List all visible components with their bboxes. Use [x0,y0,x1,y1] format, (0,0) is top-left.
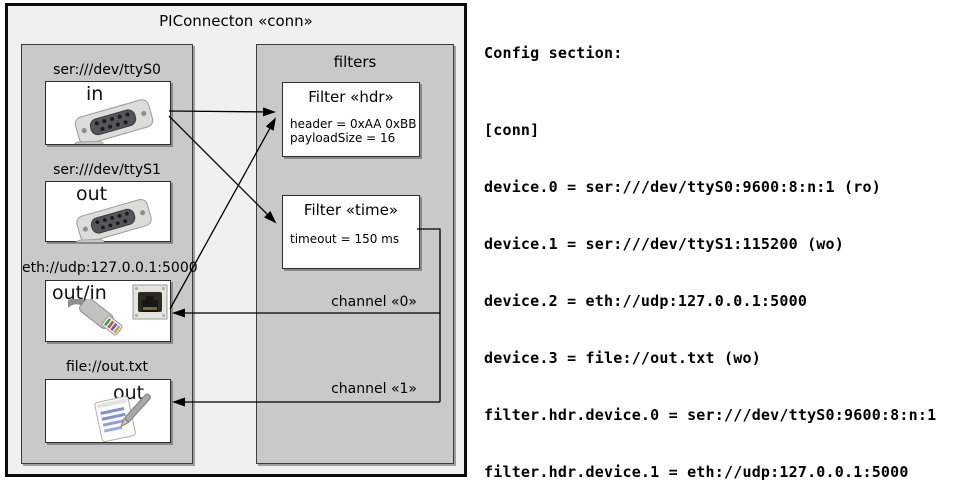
filters-panel-title: filters [333,53,377,71]
device-box-ttys1: out [45,181,171,242]
filter-time-box: Filter «time» timeout = 150 ms [282,195,420,269]
filter-hdr-title: Filter «hdr» [308,88,394,106]
config-line: device.0 = ser:///dev/ttyS0:9600:8:n:1 (… [484,178,881,196]
config-line: device.2 = eth://udp:127.0.0.1:5000 [484,292,808,310]
ethernet-plug-icon [68,299,123,336]
port-name: in [86,83,104,105]
device-label-ttys1: ser:///dev/ttyS1 [53,162,161,178]
piconnecton-component-box: PIConnecton «conn» ser:///dev/ttyS0 in [5,3,467,477]
filter-hdr-box: Filter «hdr» header = 0xAA 0xBB payloadS… [282,82,420,157]
filter-time-title: Filter «time» [303,201,399,219]
config-line: device.1 = ser:///dev/ttyS1:115200 (wo) [484,235,844,253]
device-box-eth: out/in [45,280,171,342]
devices-panel: ser:///dev/ttyS0 in [21,44,198,464]
device-box-file: out [45,379,171,443]
ethernet-jack-icon [132,284,168,320]
config-line: filter.hdr.device.0 = ser:///dev/ttyS0:9… [484,406,937,424]
notepad-icon [94,393,152,442]
filter-time-attr-timeout: timeout = 150 ms [290,232,400,246]
filter-hdr-attr-header: header = 0xAA 0xBB [290,117,417,131]
config-line: device.3 = file://out.txt (wo) [484,349,761,367]
serial-connector-icon [73,99,154,144]
config-heading: Config section: [484,44,623,62]
channel-1-label: channel «1» [331,381,417,397]
component-title: PIConnecton «conn» [159,12,313,30]
device-label-eth: eth://udp:127.0.0.1:5000 [22,260,198,276]
config-line: filter.hdr.device.1 = eth://udp:127.0.0.… [484,463,909,481]
filters-panel: filters Filter «hdr» header = 0xAA 0xBB … [256,44,454,464]
filter-hdr-attr-payloadsize: payloadSize = 16 [290,131,396,145]
device-label-ttys0: ser:///dev/ttyS0 [53,62,161,78]
serial-connector-icon [74,199,152,242]
channel-0-label: channel «0» [331,294,417,310]
port-name: out/in [52,282,107,304]
port-name: out [76,183,108,205]
device-box-ttys0: in [45,81,171,145]
config-section: Config section: [conn] device.0 = ser://… [484,6,946,484]
config-line: [conn] [484,121,540,139]
device-label-file: file://out.txt [65,359,149,375]
